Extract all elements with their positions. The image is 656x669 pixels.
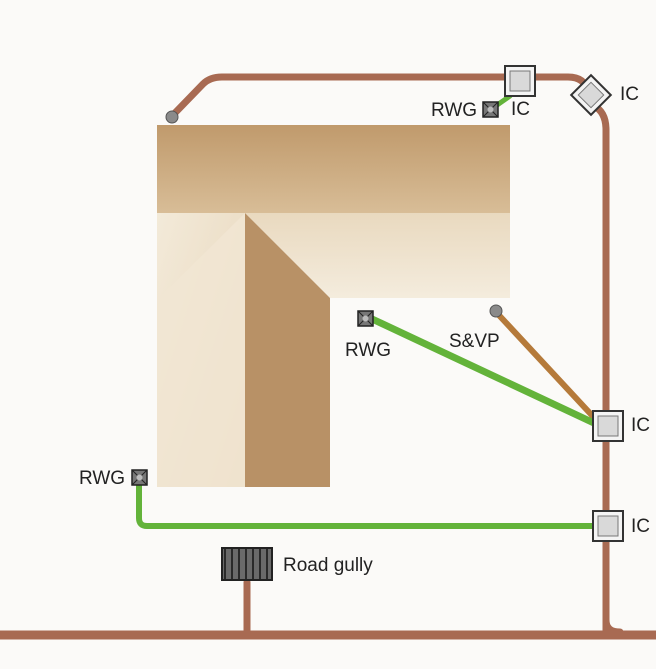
rainwater-gully-left	[131, 469, 148, 486]
rodding-point	[165, 110, 179, 124]
label-ic-top-right: IC	[620, 84, 639, 105]
foul-drain-bend	[602, 616, 624, 636]
svp-connection-point	[489, 304, 503, 318]
roof-hip-face	[157, 213, 245, 487]
roof-shadow-face	[245, 213, 330, 487]
building-roof	[157, 125, 510, 487]
inspection-chamber-top	[504, 65, 536, 97]
foul-drain-right-run	[590, 102, 610, 636]
inspection-chamber-top-right	[569, 73, 613, 117]
rainwater-gully-middle	[357, 310, 374, 327]
label-rwg-middle: RWG	[345, 340, 392, 361]
svp-pipe	[493, 309, 603, 427]
inspection-chamber-bottom	[592, 510, 624, 542]
roof-right-wing	[157, 213, 510, 298]
label-ic-middle: IC	[631, 415, 650, 436]
rwg-middle-to-ic-pipe	[366, 314, 600, 428]
roof-main-ridge	[157, 125, 510, 213]
rwg-left-to-ic-pipe	[136, 477, 599, 529]
foul-drain-top-run	[168, 73, 512, 120]
rainwater-gully-top	[482, 101, 499, 118]
label-rwg-left: RWG	[79, 468, 126, 489]
label-ic-bottom: IC	[631, 516, 650, 537]
label-road-gully: Road gully	[283, 555, 373, 576]
label-rwg-top: RWG	[431, 100, 478, 121]
label-svp: S&VP	[449, 331, 500, 352]
label-ic-top: IC	[511, 99, 530, 120]
inspection-chamber-middle	[592, 410, 624, 442]
road-gully	[221, 547, 273, 581]
